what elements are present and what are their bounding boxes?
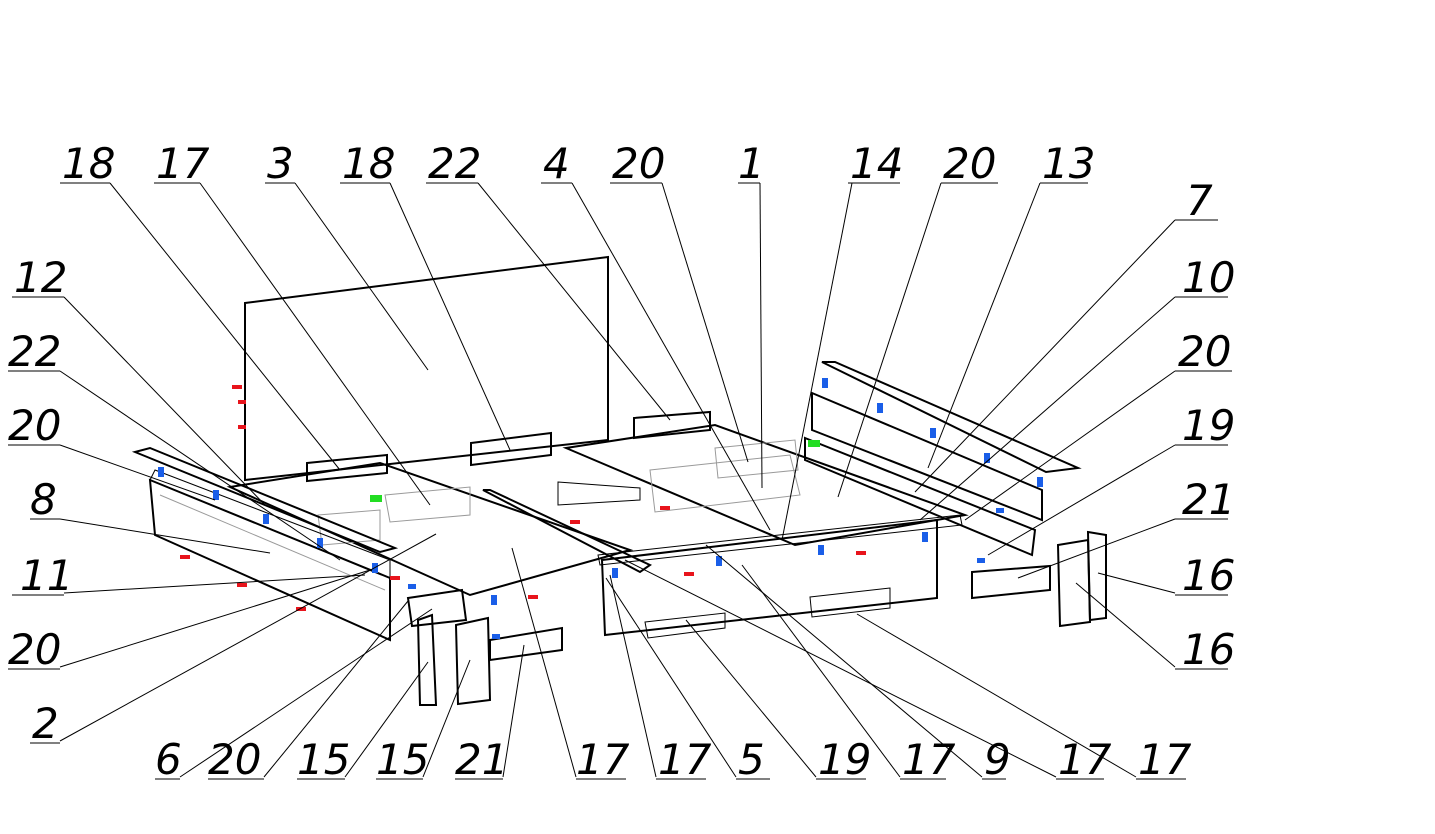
right-base-panel: [562, 423, 969, 547]
callout-label: 16: [1182, 625, 1235, 674]
callout-label: 10: [1182, 253, 1235, 302]
callout-label: 18: [342, 139, 395, 188]
callout-label: 20: [943, 139, 996, 188]
callout-leader-line: [59, 444, 216, 501]
callout-leader-line: [63, 574, 366, 594]
callout-label: 17: [902, 735, 956, 784]
callout-leader-line: [1075, 582, 1176, 668]
callout-label: 6: [155, 735, 182, 784]
fasteners: [158, 378, 1043, 639]
callout-label: 22: [428, 139, 481, 188]
callout-label: 17: [1138, 735, 1192, 784]
callout-leader-line: [705, 544, 983, 778]
callout-leader-line: [624, 559, 1057, 778]
callout-leader-line: [179, 608, 433, 778]
callout-label: 20: [612, 139, 665, 188]
callout-label: 19: [818, 735, 871, 784]
callout-label: 8: [30, 475, 57, 524]
callout-leader-line: [294, 182, 429, 371]
callout-leader-line: [109, 182, 341, 471]
callout-label: 2: [32, 699, 59, 748]
callout-label: 17: [576, 735, 630, 784]
center-front-box: [597, 514, 963, 639]
callout-leader-line: [63, 296, 266, 506]
callout-leader-line: [964, 370, 1176, 521]
callout-label: 15: [376, 735, 429, 784]
leader-lines: [8, 182, 1232, 780]
callout-label: 17: [658, 735, 712, 784]
callout-leader-line: [919, 296, 1176, 521]
callout-leader-line: [837, 182, 942, 498]
callout-label: 19: [1182, 401, 1235, 450]
callout-label: 7: [1186, 176, 1213, 225]
callout-label: 20: [8, 625, 61, 674]
callout-label: 17: [156, 139, 210, 188]
callout-leader-line: [609, 574, 657, 778]
slat-parts: [306, 410, 1051, 662]
callout-label: 1: [738, 139, 765, 188]
callout-leader-line: [781, 182, 853, 541]
callout-leader-line: [914, 219, 1176, 493]
callout-leader-line: [263, 600, 409, 778]
callout-leader-line: [605, 577, 737, 778]
callout-leader-line: [422, 659, 471, 778]
callout-label: 20: [208, 735, 261, 784]
callout-leader-line: [741, 564, 901, 778]
callout-leader-line: [59, 533, 437, 742]
callout-label: 13: [1042, 139, 1095, 188]
callout-leader-line: [927, 182, 1041, 469]
callout-leader-line: [59, 518, 271, 554]
callout-leader-line: [661, 182, 749, 463]
callout-label: 16: [1182, 551, 1235, 600]
callout-leader-line: [856, 613, 1137, 778]
callout-label: 21: [455, 735, 508, 784]
callout-label: 9: [984, 735, 1011, 784]
left-side-box: [131, 446, 399, 642]
callout-label: 3: [267, 139, 294, 188]
callout-label: 15: [297, 735, 350, 784]
callout-leader-line: [477, 182, 671, 421]
callout-label: 11: [20, 551, 73, 600]
callout-label: 5: [738, 735, 765, 784]
callout-leader-line: [199, 182, 431, 506]
callout-label: 20: [1178, 327, 1231, 376]
callout-leader-line: [502, 644, 525, 778]
callout-label: 20: [8, 401, 61, 450]
callout-label: 22: [8, 327, 61, 376]
callout-label: 17: [1058, 735, 1112, 784]
headboard-panel: [244, 255, 609, 482]
callout-leader-line: [59, 370, 341, 561]
callout-leader-line: [571, 182, 771, 531]
callout-label: 4: [543, 139, 570, 188]
center-divider-panel: [482, 481, 652, 574]
callout-label: 21: [1182, 475, 1235, 524]
callout-label: 12: [14, 253, 67, 302]
callout-leader-line: [1097, 572, 1176, 594]
callout-leader-line: [987, 444, 1176, 556]
callout-leader-line: [389, 182, 511, 451]
callout-label: 14: [850, 139, 903, 188]
callout-leader-line: [1017, 518, 1176, 579]
callout-labels: 18 17 3 18 22 4 20 1 14 20 13 7 12 10 22 20 20 19 8 21 11 16 2…: [8, 139, 1235, 784]
callout-leader-line: [59, 569, 371, 668]
callout-label: 18: [62, 139, 115, 188]
callout-leader-line: [511, 547, 577, 778]
right-rear-rail: [804, 361, 1082, 557]
legs: [406, 530, 1107, 706]
callout-leader-line: [344, 661, 429, 778]
callout-leader-line: [759, 182, 763, 489]
callout-leader-line: [685, 619, 817, 778]
